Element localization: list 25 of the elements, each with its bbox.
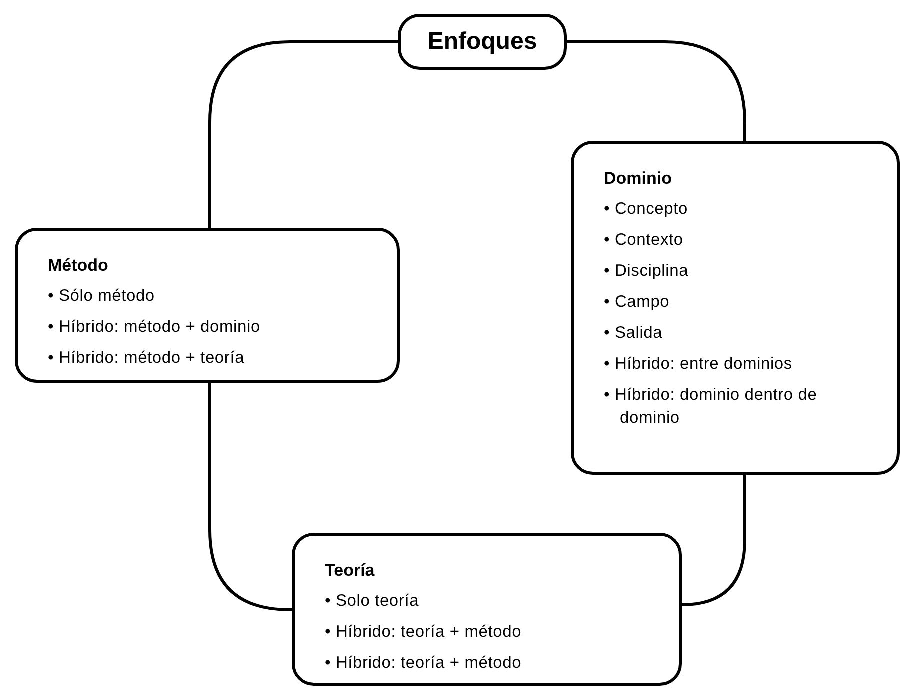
node-label: Enfoques: [428, 27, 538, 57]
category-heading: Dominio: [604, 168, 673, 190]
bullet-item: • Híbrido: método + dominio: [48, 316, 262, 338]
bullet-item: • Híbrido: entre dominios: [604, 354, 794, 374]
category-box: [15, 228, 400, 383]
bullet-item: • Contexto: [604, 230, 684, 250]
bullet-item: • Concepto: [604, 198, 689, 220]
title-box: [398, 14, 567, 70]
connector-line: [208, 383, 292, 612]
bullet-item: • Solo teoría: [325, 590, 420, 612]
bullet-item: • Híbrido: método + teoría: [48, 348, 246, 368]
connector-line: [682, 475, 746, 606]
category-box: [292, 533, 682, 686]
category-heading: Teoría: [325, 560, 376, 582]
category-box: [571, 141, 900, 475]
bullet-item: • Híbrido: dominio dentro de dominio: [604, 384, 818, 428]
bullet-item: • Híbrido: teoría + método: [325, 622, 523, 642]
bullet-item: • Campo: [604, 292, 671, 312]
connector-line: [208, 40, 398, 228]
bullet-item: • Sólo método: [48, 286, 156, 306]
bullet-item: • Salida: [604, 322, 664, 344]
category-heading: Método: [48, 255, 110, 277]
bullet-item: • Híbrido: teoría + método: [325, 652, 523, 674]
connector-line: [567, 40, 746, 141]
bullet-item: • Disciplina: [604, 260, 690, 282]
